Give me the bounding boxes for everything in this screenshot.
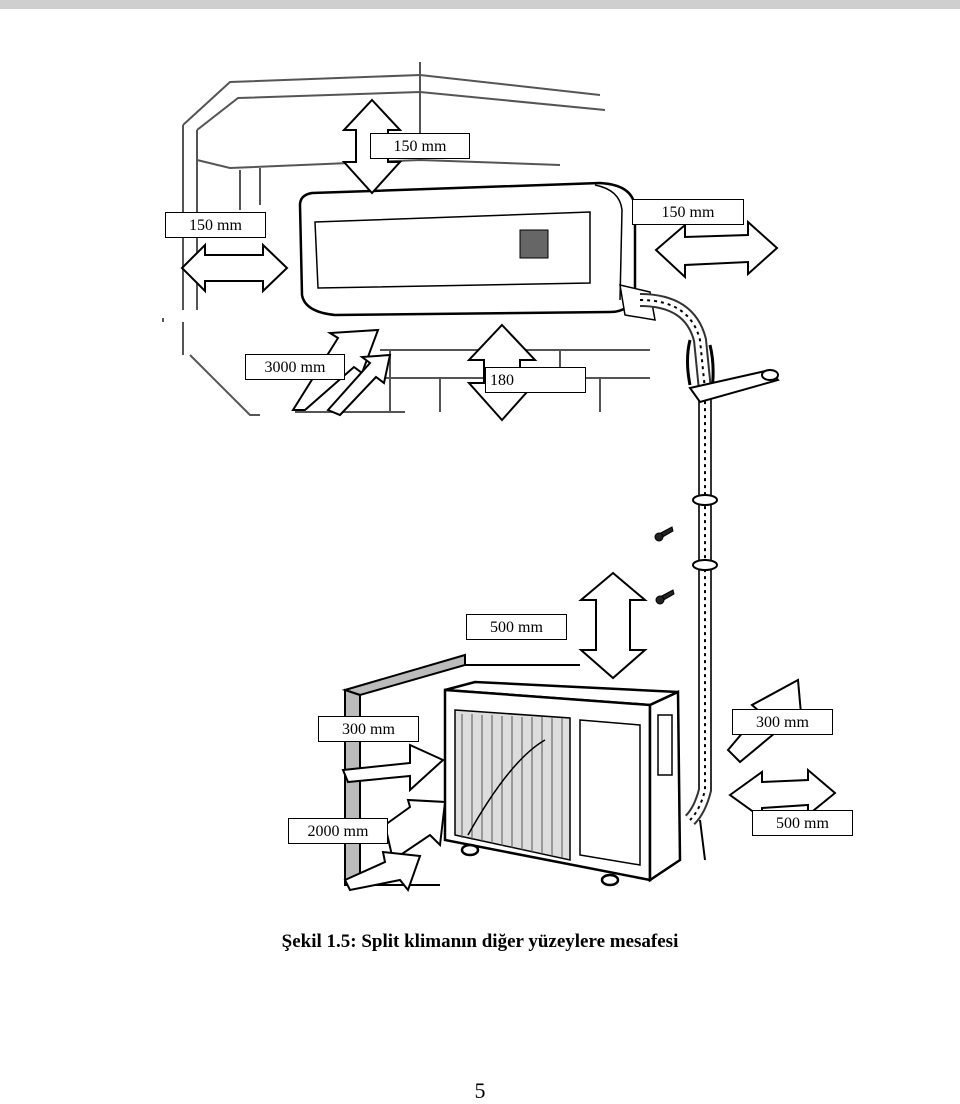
left-clearance-label: 150 mm [165,212,266,238]
outdoor-left-arrow-2 [383,798,447,862]
front-arrow-2 [326,353,392,417]
top-clearance-label: 150 mm [370,133,470,159]
fan-grille-lines [461,714,563,858]
screw-icons [654,526,675,605]
airflow-curve [467,739,546,836]
outdoor-unit [443,680,682,887]
outdoor-left-arrow-3 [343,850,422,893]
page-number: 5 [474,1078,486,1103]
refrigerant-pipe [639,293,715,861]
floor-height-label: 180 [485,367,586,393]
right-clearance-arrow [654,219,779,280]
room-walls [162,62,650,416]
indoor-unit [298,181,656,321]
pipe-bracket [688,368,780,571]
outdoor-left-label: 300 mm [318,716,419,742]
top-gray-bar [0,0,960,9]
outdoor-left-arrow-1 [341,743,445,793]
outdoor-top-arrow [578,571,648,680]
left-clearance-arrow [180,242,289,294]
figure-caption: Şekil 1.5: Split klimanın diğer yüzeyler… [281,931,679,952]
outdoor-top-label: 500 mm [466,614,567,640]
outdoor-right-label: 300 mm [732,709,833,735]
outdoor-front-label: 500 mm [752,810,853,836]
right-clearance-label: 150 mm [632,199,744,225]
outdoor-back-label: 2000 mm [288,818,388,844]
front-distance-label: 3000 mm [245,354,345,380]
